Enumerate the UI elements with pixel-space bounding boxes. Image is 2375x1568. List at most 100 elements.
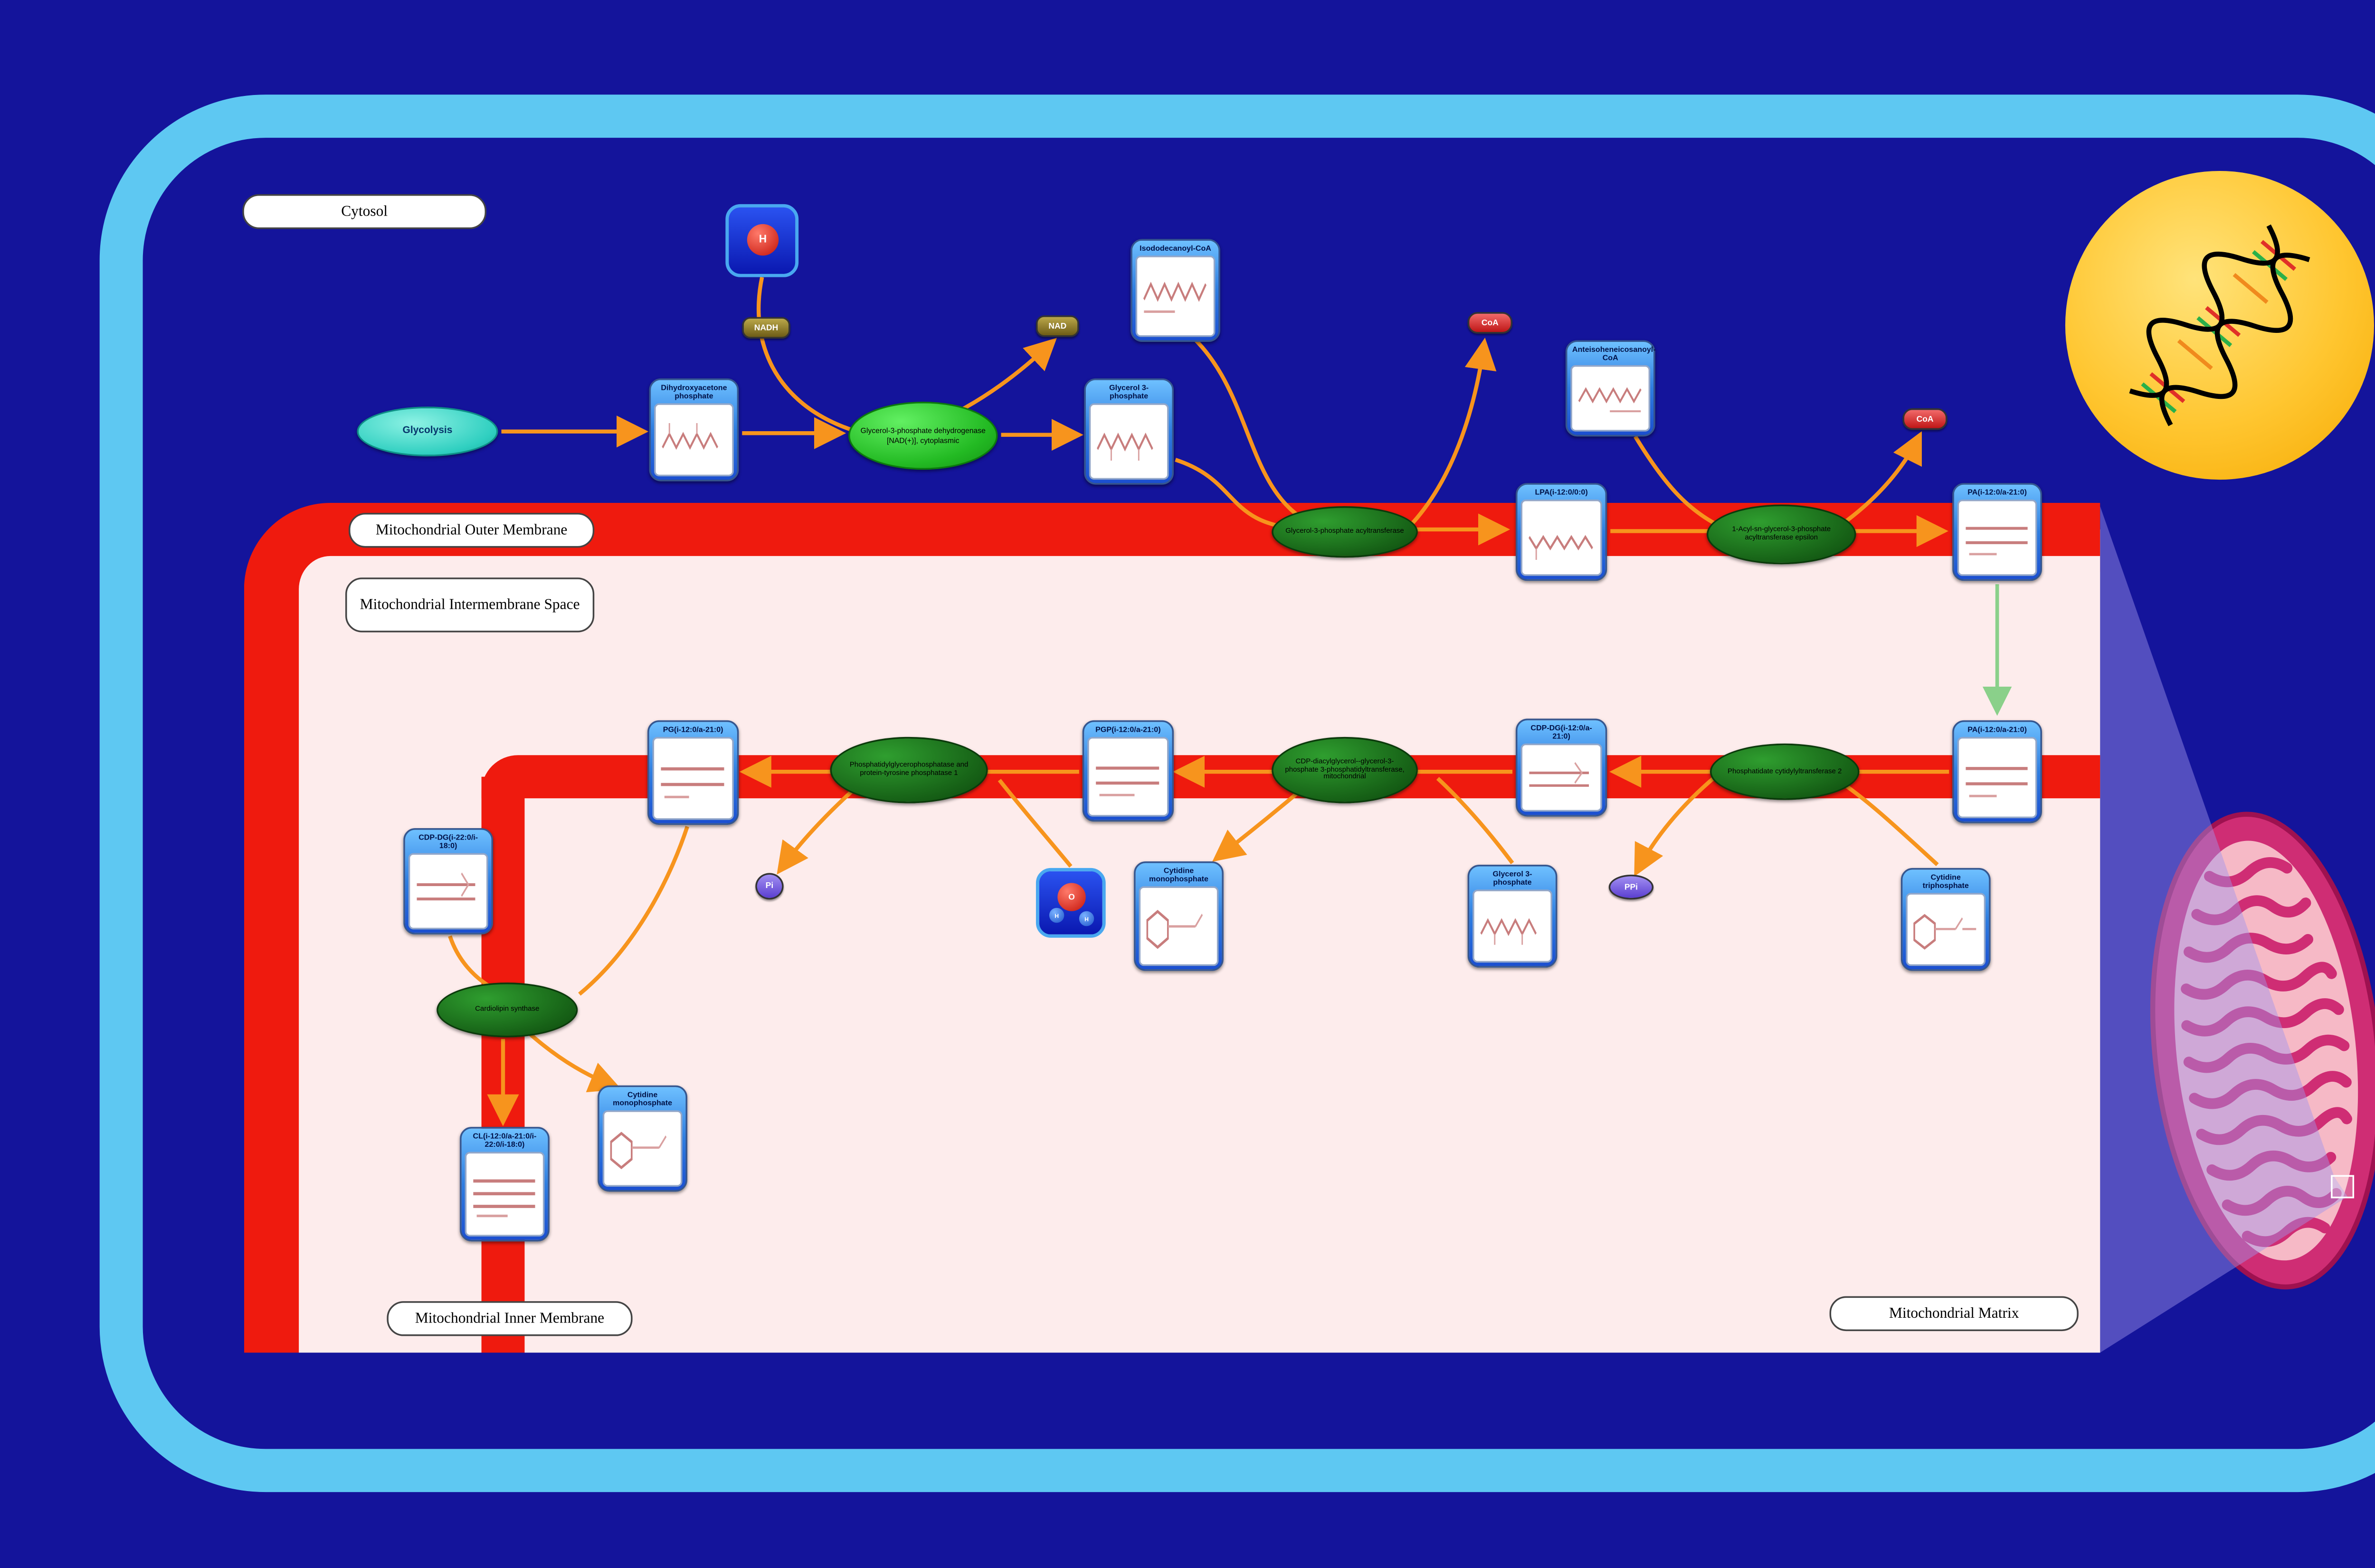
- chemical-structure: [1087, 736, 1169, 817]
- metabolite-cmp-2[interactable]: Cytidine monophosphate: [598, 1085, 687, 1192]
- enzyme-agpat-epsilon[interactable]: 1-Acyl-sn-glycerol-3-phosphate acyltrans…: [1706, 504, 1856, 565]
- metabolite-label: PGP(i-12:0/a-21:0): [1095, 725, 1161, 734]
- cell-membrane-outline: [99, 94, 2375, 1492]
- metabolite-label: CL(i-12:0/a-21:0/i-22:0/i-18:0): [473, 1132, 537, 1149]
- coa-label: CoA: [1481, 318, 1499, 328]
- inner-membrane-label: Mitochondrial Inner Membrane: [387, 1301, 633, 1336]
- chemical-structure: [1906, 892, 1986, 966]
- cytosol-label-text: Cytosol: [341, 201, 388, 218]
- cytosol-label: Cytosol: [242, 194, 487, 229]
- metabolite-label: CDP-DG(i-22:0/i-18:0): [418, 833, 478, 850]
- pathway-node-label: Glycolysis: [402, 426, 453, 437]
- chemical-structure: [1089, 403, 1169, 480]
- metabolite-label: Cytidine triphosphate: [1922, 873, 1969, 890]
- metabolite-cl[interactable]: CL(i-12:0/a-21:0/i-22:0/i-18:0): [460, 1127, 550, 1242]
- hydrogen-atom-icon: H: [747, 224, 779, 256]
- chemical-structure: [465, 1151, 545, 1237]
- metabolite-nadh[interactable]: NADH: [742, 317, 790, 339]
- enzyme-label: Glycerol-3-phosphate acyltransferase: [1285, 526, 1404, 535]
- chemical-structure: [1520, 743, 1602, 812]
- metabolite-pa-inner[interactable]: PA(i-12:0/a-21:0): [1952, 720, 2042, 823]
- proton-label: H: [759, 234, 767, 246]
- metabolite-cdp-dg-1[interactable]: CDP-DG(i-12:0/a-21:0): [1516, 718, 1607, 817]
- metabolite-lpa[interactable]: LPA(i-12:0/0:0): [1516, 483, 1607, 581]
- enzyme-gpd1[interactable]: Glycerol-3-phosphate dehydrogenase [NAD(…: [848, 401, 998, 470]
- oxygen-atom-icon: O: [1057, 883, 1086, 911]
- coa-label: CoA: [1916, 414, 1934, 424]
- metabolite-label: Glycerol 3-phosphate: [1109, 383, 1149, 400]
- metabolite-pi[interactable]: Pi: [755, 873, 784, 900]
- metabolite-dhap[interactable]: Dihydroxyacetone phosphate: [649, 378, 739, 482]
- metabolite-proton[interactable]: H: [725, 204, 799, 277]
- dna-helix-icon: [2129, 224, 2310, 426]
- oxygen-label: O: [1068, 892, 1075, 902]
- metabolite-label: CDP-DG(i-12:0/a-21:0): [1530, 723, 1592, 741]
- metabolite-label: PG(i-12:0/a-21:0): [663, 725, 723, 734]
- ppi-label: PPi: [1624, 882, 1638, 892]
- metabolite-pgp[interactable]: PGP(i-12:0/a-21:0): [1082, 720, 1174, 822]
- metabolite-water[interactable]: O H H: [1036, 868, 1106, 938]
- mitochondrion-illustration: [2150, 812, 2375, 1290]
- enzyme-label: Glycerol-3-phosphate dehydrogenase [NAD(…: [860, 427, 986, 444]
- chemical-structure: [1139, 886, 1219, 966]
- hydrogen-atom-icon: H: [1049, 907, 1064, 923]
- enzyme-label: CDP-diacylglycerol--glycerol-3-phosphate…: [1285, 756, 1405, 781]
- metabolite-cmp-1[interactable]: Cytidine monophosphate: [1134, 861, 1224, 971]
- chemical-structure: [1570, 365, 1651, 432]
- chemical-structure: [602, 1110, 683, 1187]
- enzyme-cds2[interactable]: Phosphatidate cytidylyltransferase 2: [1710, 743, 1860, 800]
- metabolite-label: Cytidine monophosphate: [1149, 866, 1208, 883]
- enzyme-label: Cardiolipin synthase: [475, 1004, 540, 1013]
- enzyme-label: 1-Acyl-sn-glycerol-3-phosphate acyltrans…: [1732, 525, 1831, 541]
- metabolite-pg[interactable]: PG(i-12:0/a-21:0): [647, 720, 739, 825]
- chemical-structure: [654, 403, 734, 477]
- hydrogen-atom-icon: H: [1079, 911, 1094, 926]
- intermembrane-space-label-text: Mitochondrial Intermembrane Space: [360, 595, 580, 612]
- metabolite-label: PA(i-12:0/a-21:0): [1967, 725, 2027, 734]
- pathway-node-glycolysis[interactable]: Glycolysis: [357, 406, 498, 457]
- metabolite-label: PA(i-12:0/a-21:0): [1967, 488, 2027, 497]
- chemical-structure: [408, 852, 488, 930]
- metabolite-nad[interactable]: NAD: [1036, 315, 1079, 337]
- chemical-structure: [1520, 499, 1602, 576]
- chemical-structure: [652, 736, 734, 820]
- metabolite-ctp[interactable]: Cytidine triphosphate: [1900, 868, 1991, 971]
- inner-membrane-label-text: Mitochondrial Inner Membrane: [415, 1309, 605, 1326]
- nad-label: NAD: [1048, 321, 1067, 331]
- chemical-structure: [1472, 889, 1552, 963]
- outer-membrane-label-text: Mitochondrial Outer Membrane: [375, 520, 568, 537]
- enzyme-label: Phosphatidate cytidylyltransferase 2: [1727, 766, 1842, 775]
- enzyme-label: Phosphatidylglycerophosphatase and prote…: [849, 760, 969, 777]
- zoom-target-square: [2331, 1175, 2355, 1199]
- metabolite-pa-outer[interactable]: PA(i-12:0/a-21:0): [1952, 483, 2042, 581]
- matrix-label: Mitochondrial Matrix: [1829, 1296, 2079, 1332]
- outer-membrane-label: Mitochondrial Outer Membrane: [348, 512, 595, 548]
- intermembrane-space-label: Mitochondrial Intermembrane Space: [345, 577, 595, 633]
- chemical-structure: [1135, 255, 1216, 337]
- enzyme-ptpmt1[interactable]: Phosphatidylglycerophosphatase and prote…: [830, 737, 988, 803]
- metabolite-g3p-2[interactable]: Glycerol 3-phosphate: [1467, 864, 1558, 968]
- metabolite-g3p[interactable]: Glycerol 3-phosphate: [1084, 378, 1174, 485]
- metabolite-cdp-dg-2[interactable]: CDP-DG(i-22:0/i-18:0): [403, 828, 494, 935]
- nucleus: [2065, 170, 2374, 480]
- metabolite-coa-2[interactable]: CoA: [1902, 408, 1948, 430]
- metabolite-label: Dihydroxyacetone phosphate: [661, 383, 727, 400]
- hydrogen-label: H: [1084, 915, 1089, 922]
- metabolite-ppi[interactable]: PPi: [1608, 874, 1654, 900]
- enzyme-cardiolipin-synthase[interactable]: Cardiolipin synthase: [437, 982, 578, 1038]
- chemical-structure: [1957, 736, 2037, 819]
- enzyme-pgs1[interactable]: CDP-diacylglycerol--glycerol-3-phosphate…: [1272, 737, 1418, 803]
- enzyme-gpat[interactable]: Glycerol-3-phosphate acyltransferase: [1272, 506, 1418, 558]
- hydrogen-label: H: [1054, 912, 1059, 919]
- metabolite-anteisoheneicosanoyl-coa[interactable]: Anteisoheneicosanoyl-CoA: [1565, 340, 1656, 437]
- metabolite-coa-1[interactable]: CoA: [1467, 312, 1513, 334]
- metabolite-label: Anteisoheneicosanoyl-CoA: [1572, 345, 1656, 362]
- metabolite-isododecanoyl-coa[interactable]: Isododecanoyl-CoA: [1130, 239, 1220, 342]
- nadh-label: NADH: [754, 322, 779, 333]
- matrix-label-text: Mitochondrial Matrix: [1889, 1304, 2019, 1321]
- pi-label: Pi: [765, 881, 774, 891]
- metabolite-label: Isododecanoyl-CoA: [1140, 244, 1211, 253]
- metabolite-label: LPA(i-12:0/0:0): [1535, 488, 1588, 497]
- chemical-structure: [1957, 499, 2037, 576]
